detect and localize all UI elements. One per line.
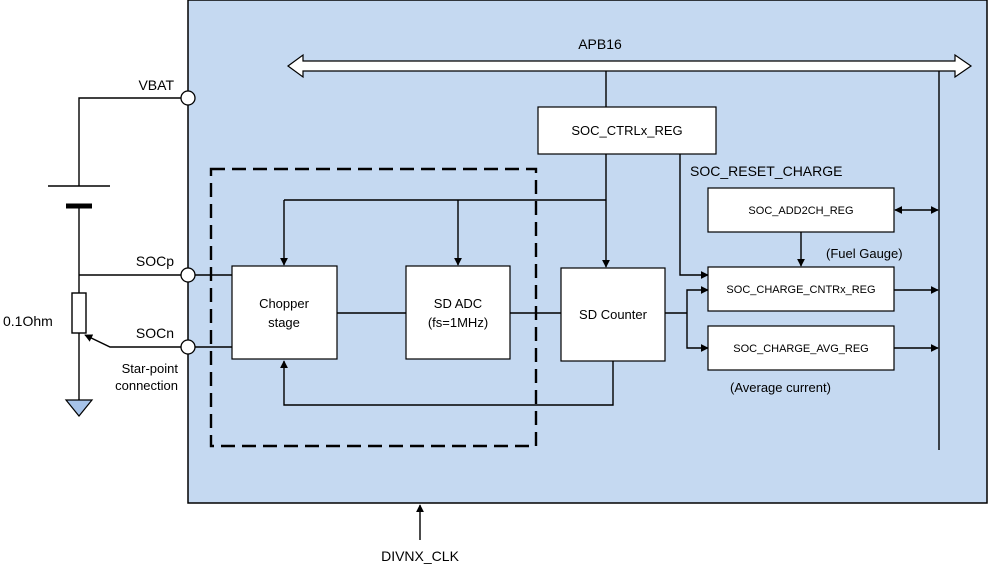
star-point-label-2: connection xyxy=(115,378,178,393)
ground-symbol xyxy=(64,399,94,417)
soc-charge-cntr-reg-block xyxy=(707,266,895,312)
analog-frontend-boundary xyxy=(209,167,538,448)
soc-charge-cntr-reg-label: SOC_CHARGE_CNTRx_REG xyxy=(726,284,875,296)
soc-add2ch-reg-block xyxy=(707,187,895,233)
reset-charge-wire xyxy=(679,154,709,279)
vbat-label: VBAT xyxy=(138,77,174,93)
fuel-gauge-label: (Fuel Gauge) xyxy=(826,246,903,261)
star-point-label-1: Star-point xyxy=(122,361,179,376)
average-current-label: (Average current) xyxy=(730,380,831,395)
clock-label: DIVNX_CLK xyxy=(381,548,459,564)
soc-ctrl-reg-label: SOC_CTRLx_REG xyxy=(571,123,682,138)
reset-charge-label: SOC_RESET_CHARGE xyxy=(690,163,842,179)
soc-charge-avg-reg-label: SOC_CHARGE_AVG_REG xyxy=(733,343,869,355)
chopper-stage-label-1: Chopper xyxy=(259,296,310,311)
soc-charge-avg-reg-block xyxy=(707,325,895,371)
vbat-wire xyxy=(78,97,188,186)
sd-adc-label-2: (fs=1MHz) xyxy=(428,315,488,330)
socp-pin xyxy=(180,267,196,283)
sd-counter-label: SD Counter xyxy=(579,307,648,322)
chopper-stage-block xyxy=(231,265,338,360)
chip-body xyxy=(187,0,988,504)
socn-label: SOCn xyxy=(136,325,174,341)
shunt-resistor xyxy=(71,292,87,334)
chopper-stage-label-2: stage xyxy=(268,315,300,330)
to-cntr-reg-wire xyxy=(686,286,709,313)
socp-label: SOCp xyxy=(136,253,174,269)
vbat-pin xyxy=(180,90,196,106)
sd-counter-block xyxy=(560,267,666,362)
soc-ctrl-reg-block xyxy=(537,106,717,155)
feedback-loop-wire xyxy=(280,360,614,406)
resistor-value-label: 0.1Ohm xyxy=(3,313,53,329)
apb16-bus-label: APB16 xyxy=(578,36,622,52)
sd-adc-label-1: SD ADC xyxy=(434,296,482,311)
apb16-bus-arrow xyxy=(286,53,973,79)
socn-pin xyxy=(180,339,196,355)
soc-add2ch-reg-label: SOC_ADD2CH_REG xyxy=(748,205,853,217)
sd-adc-block xyxy=(405,265,511,360)
to-avg-reg-wire xyxy=(686,313,709,352)
